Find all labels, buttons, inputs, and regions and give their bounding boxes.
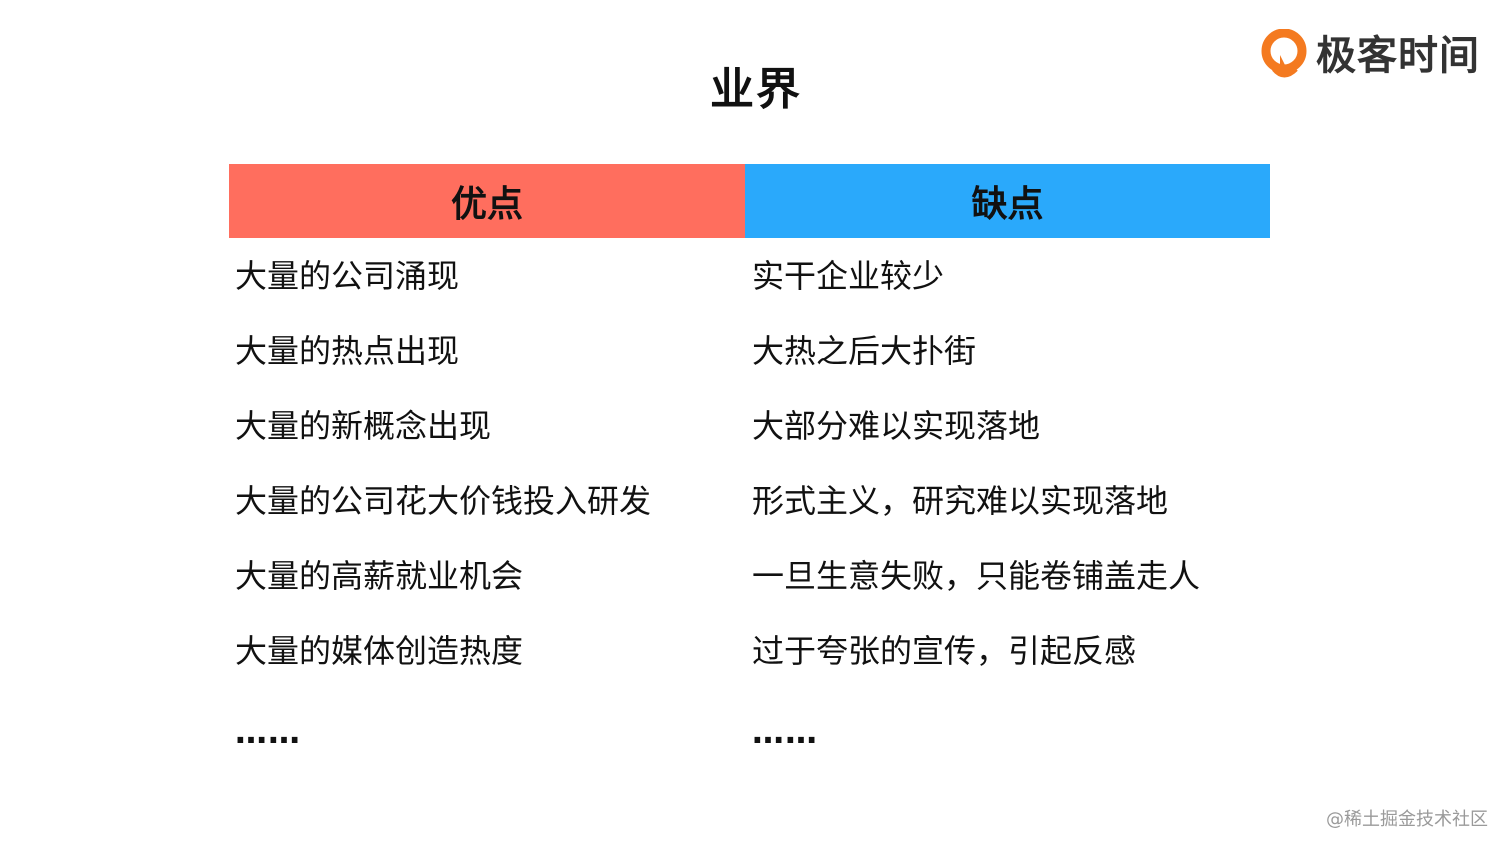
pros-cons-table: 优点 缺点 大量的公司涌现 大量的热点出现 大量的新概念出现 大量的公司花大价钱… [229,164,1270,768]
page-title: 业界 [710,64,802,115]
cons-header: 缺点 [745,164,1270,238]
cons-item: 一旦生意失败，只能卷铺盖走人 [752,556,1201,595]
pros-item: 大量的媒体创造热度 [235,631,524,670]
pros-item: 大量的公司花大价钱投入研发 [235,481,652,520]
table-header-row: 优点 缺点 [229,164,1270,238]
pros-column: 大量的公司涌现 大量的热点出现 大量的新概念出现 大量的公司花大价钱投入研发 大… [229,238,745,768]
pros-item: 大量的公司涌现 [235,256,460,295]
cons-item: 大热之后大扑街 [752,331,977,370]
watermark-text: @稀土掘金技术社区 [1326,809,1488,830]
geektime-logo-icon [1261,29,1307,78]
logo-text: 极客时间 [1316,33,1480,79]
pros-header: 优点 [229,164,745,238]
cons-more: …… [752,713,818,751]
cons-column: 实干企业较少 大热之后大扑街 大部分难以实现落地 形式主义，研究难以实现落地 一… [745,238,1270,768]
cons-item: 大部分难以实现落地 [752,406,1041,445]
cons-item: 实干企业较少 [752,256,945,295]
pros-item: 大量的新概念出现 [235,406,492,445]
pros-more: …… [235,713,301,751]
brand-logo: 极客时间 [1260,28,1480,84]
pros-item: 大量的高薪就业机会 [235,556,524,595]
cons-item: 形式主义，研究难以实现落地 [752,481,1169,520]
cons-item: 过于夸张的宣传，引起反感 [752,631,1137,670]
pros-item: 大量的热点出现 [235,331,460,370]
table-body: 大量的公司涌现 大量的热点出现 大量的新概念出现 大量的公司花大价钱投入研发 大… [229,238,1270,768]
